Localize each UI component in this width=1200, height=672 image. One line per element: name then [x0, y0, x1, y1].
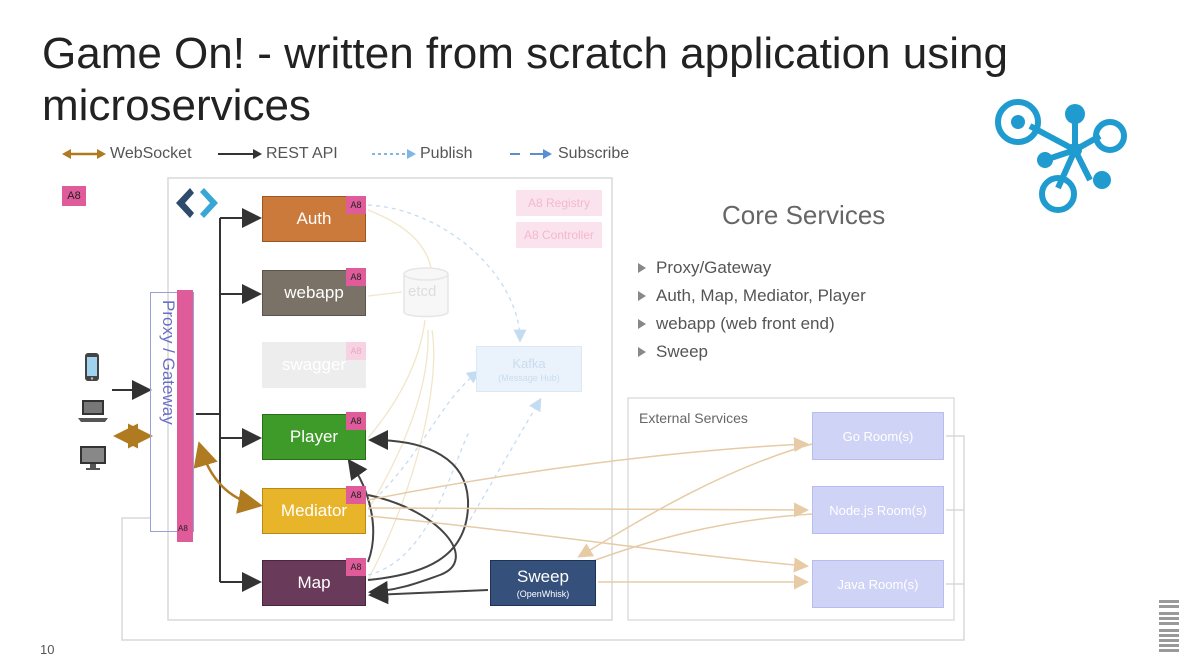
kafka-sublabel: (Message Hub) [498, 372, 560, 383]
core-services-item-label: Auth, Map, Mediator, Player [656, 286, 866, 305]
slide-title-line2: microservices [42, 81, 311, 130]
nodejs-room-label: Node.js Room(s) [829, 502, 927, 518]
legend-rest-arrow-icon [218, 149, 262, 159]
proxy-gateway-a8-strip [177, 290, 193, 542]
bullet-triangle-icon [638, 347, 646, 357]
player-a8-badge: A8 [346, 412, 366, 430]
legend-websocket-label: WebSocket [110, 145, 192, 162]
core-services-item: Auth, Map, Mediator, Player [638, 282, 866, 310]
nodejs-room-box[interactable]: Node.js Room(s) [812, 486, 944, 534]
auth-service-label: Auth [296, 209, 332, 228]
swagger-a8-badge: A8 [346, 342, 366, 360]
proxy-gateway-badge: A8 [178, 524, 188, 533]
legend-rest-label: REST API [266, 145, 338, 162]
legend-websocket-arrow-icon [62, 149, 106, 159]
ibm-logo-icon [1159, 600, 1179, 652]
java-room-label: Java Room(s) [837, 576, 919, 592]
mediator-service-box[interactable]: Mediator [262, 488, 366, 534]
database-cylinder-icon [403, 267, 449, 318]
core-services-item-label: Proxy/Gateway [656, 258, 772, 277]
mediator-a8-badge: A8 [346, 486, 366, 504]
sweep-service-sublabel: (OpenWhisk) [516, 589, 570, 599]
legend-publish-label: Publish [420, 145, 473, 162]
core-services-item: Proxy/Gateway [638, 254, 866, 282]
legend-a8-badge: A8 [62, 186, 86, 206]
webapp-service-label: webapp [284, 283, 344, 302]
slide-title: Game On! - written from scratch applicat… [42, 28, 1102, 132]
webapp-a8-badge: A8 [346, 268, 366, 286]
swagger-service-label: swagger [281, 355, 347, 374]
phone-icon [85, 353, 99, 381]
legend-subscribe-arrow-icon [510, 149, 552, 159]
proxy-gateway-box[interactable] [150, 292, 194, 532]
etcd-label: etcd [408, 283, 437, 300]
go-room-box[interactable]: Go Room(s) [812, 412, 944, 460]
player-service-box[interactable]: Player [262, 414, 366, 460]
sweep-service-label: Sweep [517, 567, 569, 586]
auth-a8-badge: A8 [346, 196, 366, 214]
core-services-item-label: Sweep [656, 342, 708, 361]
kafka-box[interactable]: Kafka (Message Hub) [476, 346, 582, 392]
map-a8-badge: A8 [346, 558, 366, 576]
a8-controller-tag: A8 Controller [516, 222, 602, 248]
map-service-label: Map [297, 573, 331, 592]
external-services-title: External Services [639, 410, 748, 426]
core-services-list: Proxy/Gateway Auth, Map, Mediator, Playe… [638, 254, 866, 366]
sweep-service-box[interactable]: Sweep (OpenWhisk) [490, 560, 596, 606]
slide-title-line1: Game On! - written from scratch applicat… [42, 29, 1008, 78]
player-service-label: Player [289, 427, 339, 446]
core-services-item: Sweep [638, 338, 866, 366]
legend-subscribe-label: Subscribe [558, 145, 630, 162]
bullet-triangle-icon [638, 319, 646, 329]
core-services-item-label: webapp (web front end) [656, 314, 835, 333]
laptop-icon [78, 400, 108, 422]
bullet-triangle-icon [638, 291, 646, 301]
a8-registry-tag: A8 Registry [516, 190, 602, 216]
core-services-item: webapp (web front end) [638, 310, 866, 338]
microservices-hub-icon [995, 99, 1127, 213]
etcd-store[interactable]: etcd [402, 266, 450, 320]
page-number: 10 [40, 642, 55, 657]
java-room-box[interactable]: Java Room(s) [812, 560, 944, 608]
gateway-icon [176, 186, 220, 225]
go-room-label: Go Room(s) [842, 428, 914, 444]
mediator-service-label: Mediator [280, 501, 348, 520]
bullet-triangle-icon [638, 263, 646, 273]
legend-publish-arrow-icon [372, 149, 416, 159]
desktop-monitor-icon [80, 446, 106, 470]
proxy-gateway-label: Proxy / Gateway [159, 300, 178, 425]
kafka-label: Kafka [512, 355, 546, 371]
core-services-title: Core Services [722, 200, 886, 230]
